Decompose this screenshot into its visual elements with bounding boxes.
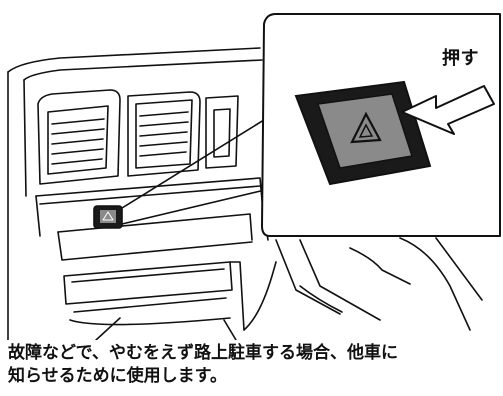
dashboard-outline — [7, 47, 263, 340]
hazard-warning-triangle-icon — [350, 111, 382, 144]
caption-line-2: 知らせるために使用します。 — [8, 366, 227, 386]
push-label: 押す — [442, 48, 479, 69]
hazard-switch-small — [93, 205, 123, 229]
caption: 故障などで、やむをえず路上駐車する場合、他車に 知らせるために使用します。 — [8, 342, 498, 388]
caption-line-1: 故障などで、やむをえず路上駐車する場合、他車に — [8, 343, 398, 363]
air-vents — [37, 89, 239, 185]
arrow-pointing-left-icon — [401, 85, 495, 135]
hazard-switch-enlarged — [294, 80, 432, 186]
dashboard-illustration — [7, 13, 501, 340]
